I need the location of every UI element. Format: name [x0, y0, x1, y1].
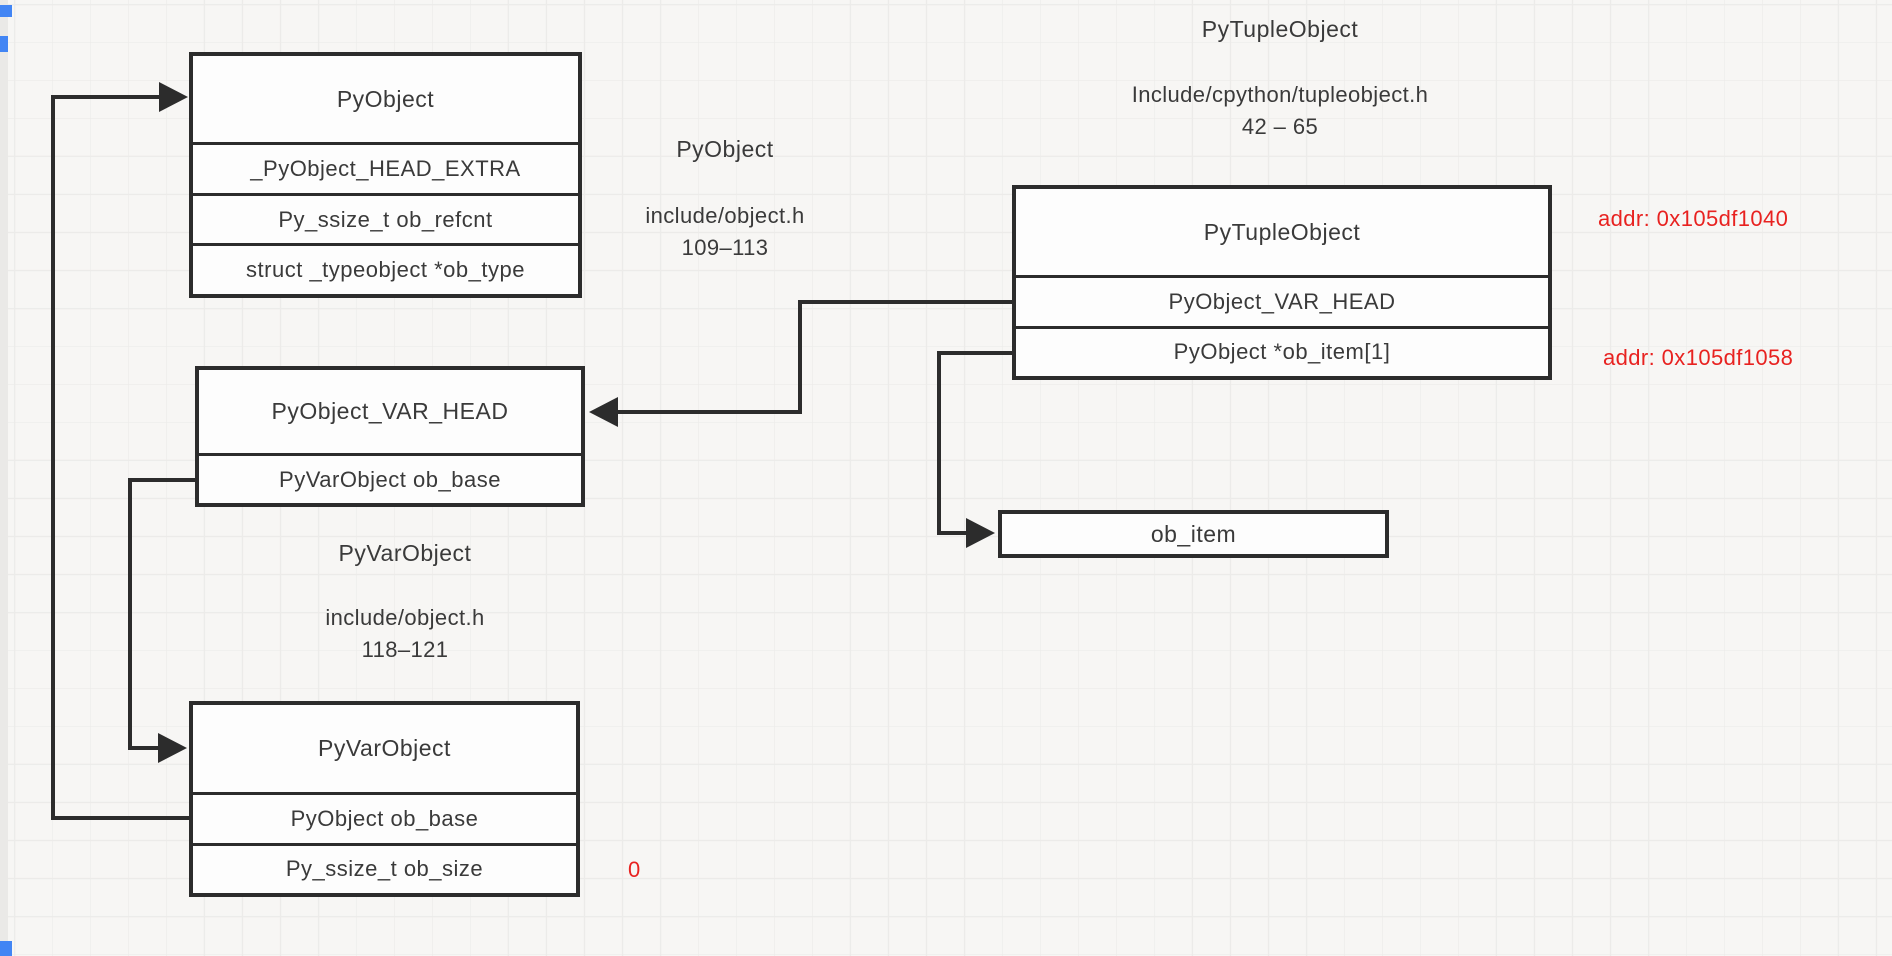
- pytupleobject-row-ob-item: PyObject *ob_item[1]: [1016, 325, 1548, 377]
- connector-segment: [128, 478, 132, 750]
- connector-segment: [798, 300, 1012, 304]
- addr-annotation-tuple: addr: 0x105df1040: [1598, 206, 1789, 231]
- connector-segment: [937, 531, 970, 535]
- pyobject-file-lines: 109–113: [681, 235, 769, 260]
- ob-item-box-title: ob_item: [1150, 520, 1237, 547]
- pyobject-section-file: include/object.h 109–113: [560, 200, 890, 264]
- arrowhead: [966, 518, 995, 548]
- pyobject-section-label: PyObject: [676, 136, 774, 162]
- pyobject-box-title: PyObject: [336, 85, 435, 112]
- canvas-edge-strip: [0, 0, 8, 956]
- pyobject-row-ob-refcnt: Py_ssize_t ob_refcnt: [193, 192, 578, 244]
- pytupleobject-struct-box[interactable]: PyTupleObject PyObject_VAR_HEAD PyObject…: [1012, 185, 1552, 380]
- connector-segment: [937, 351, 1012, 355]
- connector-segment: [51, 95, 55, 818]
- arrowhead: [589, 397, 618, 427]
- pyvarobject-row-ob-base: PyObject ob_base: [193, 792, 576, 843]
- connector-segment: [128, 478, 195, 482]
- addr-annotation-ob-item: addr: 0x105df1058: [1603, 345, 1794, 370]
- pyobject-struct-box[interactable]: PyObject _PyObject_HEAD_EXTRA Py_ssize_t…: [189, 52, 582, 298]
- connector-segment: [128, 746, 162, 750]
- connector-segment: [798, 300, 802, 412]
- pyvarobject-section-file: include/object.h 118–121: [240, 602, 570, 666]
- pyvarobject-row-ob-size: Py_ssize_t ob_size: [193, 842, 576, 894]
- pyobject-var-head-box[interactable]: PyObject_VAR_HEAD PyVarObject ob_base: [195, 366, 585, 507]
- pytupleobject-section-label: PyTupleObject: [1201, 16, 1359, 42]
- selection-handle[interactable]: [0, 36, 8, 52]
- ob-size-value-annotation: 0: [628, 857, 641, 882]
- pyvarobject-file-path: include/object.h: [325, 605, 485, 630]
- selection-handle[interactable]: [0, 5, 12, 17]
- arrowhead: [159, 82, 188, 112]
- connector-segment: [51, 816, 189, 820]
- connector-segment: [616, 410, 802, 414]
- pyobject-row-head-extra: _PyObject_HEAD_EXTRA: [193, 142, 578, 193]
- arrowhead: [158, 733, 187, 763]
- pyvarobject-file-lines: 118–121: [361, 637, 449, 662]
- connector-segment: [51, 95, 163, 99]
- pytupleobject-file-lines: 42 – 65: [1241, 114, 1319, 139]
- pyobject-var-head-box-title: PyObject_VAR_HEAD: [271, 398, 509, 424]
- pyvarobject-box-title: PyVarObject: [318, 735, 451, 761]
- pyvarobject-struct-box[interactable]: PyVarObject PyObject ob_base Py_ssize_t …: [189, 701, 580, 897]
- pytupleobject-section-file: Include/cpython/tupleobject.h 42 – 65: [1080, 79, 1480, 143]
- pytupleobject-box-title: PyTupleObject: [1203, 218, 1361, 245]
- pytupleobject-file-path: Include/cpython/tupleobject.h: [1131, 82, 1429, 107]
- connector-segment: [937, 351, 941, 535]
- ob-item-box[interactable]: ob_item: [998, 510, 1389, 558]
- pyobject-file-path: include/object.h: [645, 203, 805, 228]
- pytupleobject-row-var-head: PyObject_VAR_HEAD: [1016, 275, 1548, 326]
- pyobject-row-ob-type: struct _typeobject *ob_type: [193, 243, 578, 294]
- selection-handle[interactable]: [0, 941, 12, 956]
- var-head-row-ob-base: PyVarObject ob_base: [199, 453, 581, 503]
- pyvarobject-section-label: PyVarObject: [338, 540, 472, 566]
